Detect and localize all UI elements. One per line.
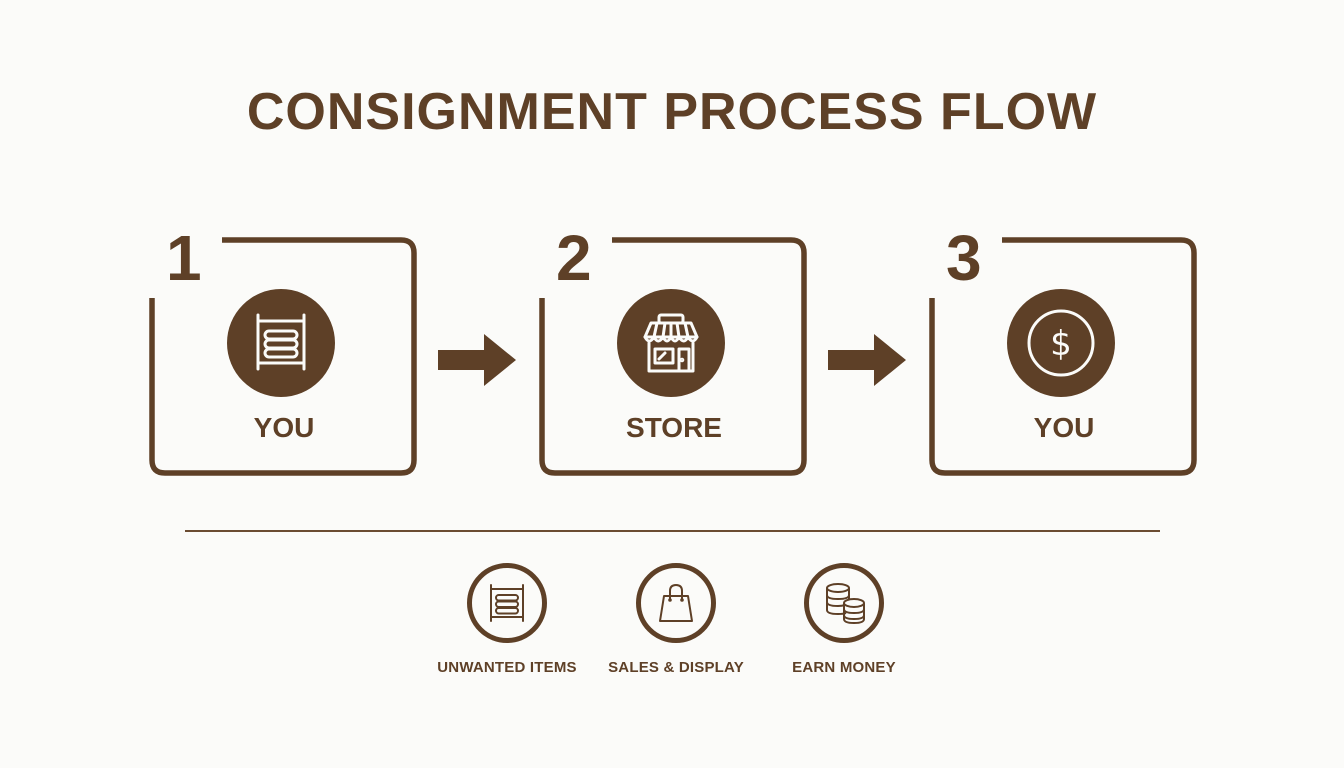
step-label: STORE <box>626 412 722 443</box>
step-number: 1 <box>166 222 202 294</box>
legend-icon-ring <box>467 563 547 643</box>
legend-item-unwanted-items: UNWANTED ITEMS <box>422 563 592 676</box>
storefront-icon <box>643 313 699 373</box>
step-frame <box>929 237 1197 476</box>
step-3-card: 3 $ YOU <box>926 226 1202 482</box>
step-icon-badge: $ <box>1007 289 1115 397</box>
page-title: CONSIGNMENT PROCESS FLOW <box>246 83 1098 141</box>
clothing-rack-icon <box>490 584 524 622</box>
step-icon-badge <box>227 289 335 397</box>
section-divider <box>185 530 1160 532</box>
step-label: YOU <box>1033 412 1095 443</box>
legend-icon-ring <box>804 563 884 643</box>
step-label: YOU <box>253 412 315 443</box>
arrow-right-icon <box>438 334 516 386</box>
clothing-rack-icon <box>256 313 306 371</box>
shopping-bag-icon <box>659 584 693 622</box>
step-number: 2 <box>556 222 592 294</box>
step-2-card: 2 STORE <box>536 226 812 482</box>
step-1-card: 1 YOU <box>146 226 422 482</box>
legend-label: SALES & DISPLAY <box>608 659 744 676</box>
arrow-right-icon <box>828 334 906 386</box>
step-frame <box>149 237 417 476</box>
dollar-coin-icon: $ <box>1027 309 1095 377</box>
step-number: 3 <box>946 222 982 294</box>
legend-label: EARN MONEY <box>792 659 896 676</box>
step-frame <box>539 237 807 476</box>
legend-item-sales-display: SALES & DISPLAY <box>591 563 761 676</box>
legend-item-earn-money: EARN MONEY <box>759 563 929 676</box>
step-icon-badge <box>617 289 725 397</box>
coin-stacks-icon <box>826 583 865 625</box>
legend-label: UNWANTED ITEMS <box>437 659 577 676</box>
legend-icon-ring <box>636 563 716 643</box>
svg-text:$: $ <box>1050 324 1072 364</box>
